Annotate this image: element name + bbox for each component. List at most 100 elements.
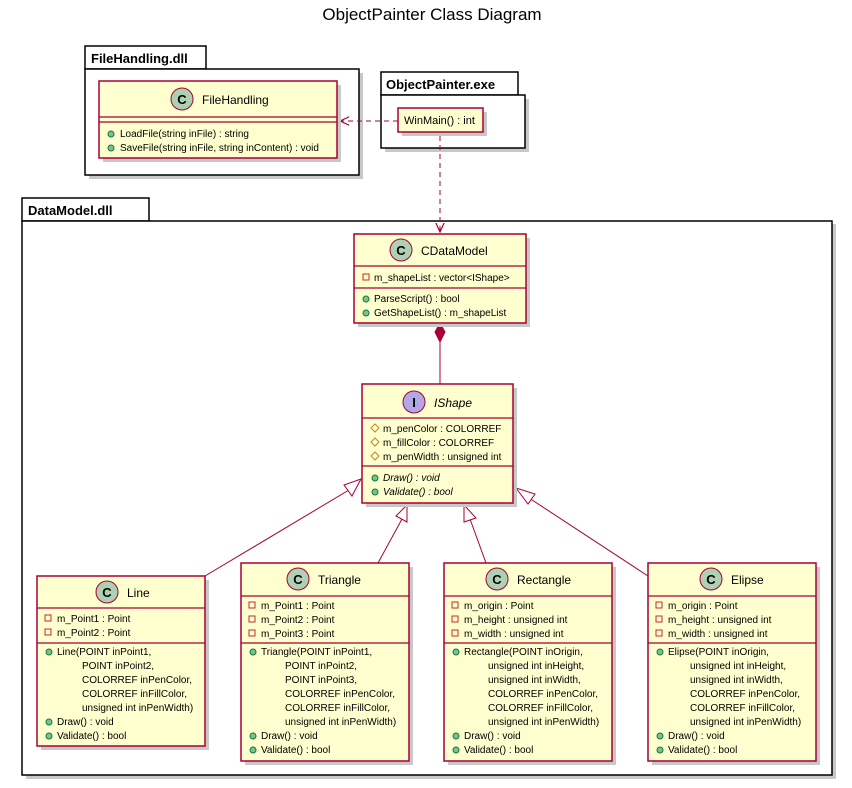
public-visibility-icon — [362, 295, 370, 303]
private-visibility-icon — [44, 614, 52, 622]
class-stereotype-icon — [485, 567, 509, 591]
method: Draw() : void — [261, 731, 318, 742]
private-visibility-icon — [655, 615, 663, 623]
class-stereotype-icon — [95, 580, 119, 604]
class-name: Rectangle — [517, 573, 571, 587]
method: Draw() : void — [668, 731, 725, 742]
private-visibility-icon — [451, 615, 459, 623]
method: Draw() : void — [383, 473, 440, 484]
class-stereotype-icon — [286, 567, 310, 591]
private-visibility-icon — [248, 615, 256, 623]
method-continuation: POINT inPoint2, — [82, 661, 154, 672]
class-name: Line — [127, 586, 150, 600]
class-triangle: C Triangle m_Point1 : Point m_Point2 : P… — [240, 562, 413, 765]
field: m_fillColor : COLORREF — [383, 438, 494, 449]
public-visibility-icon — [107, 144, 115, 152]
private-visibility-icon — [655, 629, 663, 637]
private-visibility-icon — [248, 601, 256, 609]
class-stereotype-icon — [389, 238, 413, 262]
method-continuation: unsigned int inPenWidth) — [285, 717, 396, 728]
method-continuation: unsigned int inHeight, — [488, 661, 584, 672]
method-continuation: unsigned int inPenWidth) — [488, 717, 599, 728]
method-continuation: unsigned int inWidth, — [488, 675, 581, 686]
stereotype-letter: C — [396, 243, 406, 258]
public-visibility-icon — [452, 732, 460, 740]
field: m_width : unsigned int — [464, 629, 564, 640]
class-name: Triangle — [318, 573, 361, 587]
composition-cdatamodel-ishape — [434, 321, 446, 384]
public-visibility-icon — [249, 746, 257, 754]
class-rectangle: C Rectangle m_origin : Point m_height : … — [443, 562, 616, 765]
field: m_Point3 : Point — [261, 629, 335, 640]
method-continuation: unsigned int inPenWidth) — [690, 717, 801, 728]
realization-rectangle-ishape — [463, 503, 487, 564]
public-visibility-icon — [249, 648, 257, 656]
public-visibility-icon — [362, 309, 370, 317]
package-label: DataModel.dll — [28, 203, 113, 218]
class-elipse: C Elipse m_origin : Point m_height : uns… — [647, 562, 820, 765]
field: m_height : unsigned int — [464, 615, 568, 626]
method: Draw() : void — [57, 717, 114, 728]
method: ParseScript() : bool — [374, 294, 460, 305]
class-line: C Line m_Point1 : Point m_Point2 : Point… — [36, 575, 209, 750]
method: Rectangle(POINT inOrigin, — [464, 647, 583, 658]
private-visibility-icon — [655, 601, 663, 609]
method-continuation: COLORREF inPenColor, — [82, 675, 192, 686]
field: m_Point2 : Point — [57, 628, 131, 639]
class-cdatamodel: C CDataModel m_shapeList : vector<IShape… — [353, 233, 530, 327]
protected-visibility-icon — [370, 423, 380, 433]
realization-triangle-ishape — [377, 503, 408, 564]
public-visibility-icon — [249, 732, 257, 740]
class-stereotype-icon — [699, 567, 723, 591]
field: m_width : unsigned int — [668, 629, 768, 640]
public-visibility-icon — [656, 746, 664, 754]
private-visibility-icon — [248, 629, 256, 637]
package-label: ObjectPainter.exe — [386, 77, 495, 92]
method-continuation: unsigned int inPenWidth) — [82, 703, 193, 714]
stereotype-letter: C — [492, 572, 502, 587]
class-name: FileHandling — [202, 93, 269, 107]
method-continuation: COLORREF inPenColor, — [488, 689, 598, 700]
stereotype-letter: C — [177, 92, 187, 107]
field: m_origin : Point — [464, 601, 534, 612]
field: m_Point1 : Point — [261, 601, 335, 612]
method: Validate() : bool — [383, 487, 453, 498]
field: m_origin : Point — [668, 601, 738, 612]
diagram-title: ObjectPainter Class Diagram — [322, 5, 541, 24]
package-label: FileHandling.dll — [91, 51, 188, 66]
method-continuation: unsigned int inWidth, — [690, 675, 783, 686]
method: Line(POINT inPoint1, — [57, 647, 151, 658]
protected-visibility-icon — [370, 437, 380, 447]
public-visibility-icon — [656, 648, 664, 656]
method: Validate() : bool — [57, 731, 126, 742]
method: Validate() : bool — [668, 745, 737, 756]
method-continuation: COLORREF inFillColor, — [488, 703, 593, 714]
stereotype-letter: C — [102, 585, 112, 600]
method: LoadFile(string inFile) : string — [120, 129, 249, 140]
class-name: IShape — [434, 396, 472, 410]
public-visibility-icon — [45, 648, 53, 656]
method-continuation: POINT inPoint3, — [285, 675, 357, 686]
stereotype-letter: C — [293, 572, 303, 587]
field: m_height : unsigned int — [668, 615, 772, 626]
realization-line-ishape — [204, 478, 363, 577]
method: Triangle(POINT inPoint1, — [261, 647, 372, 658]
field: m_Point1 : Point — [57, 614, 131, 625]
class-stereotype-icon — [170, 87, 194, 111]
private-visibility-icon — [451, 629, 459, 637]
protected-visibility-icon — [370, 451, 380, 461]
field: m_penColor : COLORREF — [383, 424, 501, 435]
class-filehandling: C FileHandling LoadFile(string inFile) :… — [98, 80, 341, 162]
field: m_Point2 : Point — [261, 615, 335, 626]
method-continuation: COLORREF inPenColor, — [285, 689, 395, 700]
private-visibility-icon — [451, 601, 459, 609]
method-continuation: COLORREF inFillColor, — [82, 689, 187, 700]
method: Validate() : bool — [464, 745, 533, 756]
method: Draw() : void — [464, 731, 521, 742]
realization-elipse-ishape — [514, 487, 649, 577]
method: Elipse(POINT inOrigin, — [668, 647, 769, 658]
public-visibility-icon — [371, 488, 379, 496]
public-visibility-icon — [45, 718, 53, 726]
method-continuation: COLORREF inFillColor, — [690, 703, 795, 714]
public-visibility-icon — [107, 130, 115, 138]
